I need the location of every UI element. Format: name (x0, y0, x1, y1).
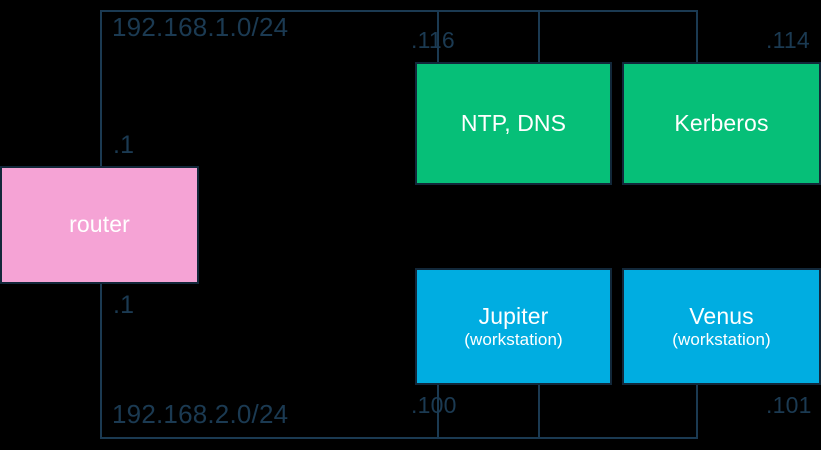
node-venus[interactable]: Venus (workstation) (622, 268, 821, 385)
address-label-jupiter: .100 (411, 392, 457, 418)
node-ntp-dns-title: NTP, DNS (460, 109, 567, 136)
subnet-label-upper: 192.168.1.0/24 (112, 12, 289, 42)
lower-network-bus (100, 437, 698, 439)
node-jupiter-title: Jupiter (478, 303, 549, 330)
jupiter-link (437, 385, 439, 439)
upper-network-bus (100, 10, 698, 12)
node-router[interactable]: router (0, 166, 199, 284)
node-router-title: router (69, 211, 130, 238)
node-kerberos-title: Kerberos (674, 109, 769, 136)
lower-mid-link (538, 385, 540, 439)
address-label-router-upper: .1 (113, 131, 135, 159)
node-jupiter-subtitle: (workstation) (464, 329, 563, 349)
node-venus-subtitle: (workstation) (672, 329, 771, 349)
venus-link (696, 385, 698, 439)
address-label-venus: .101 (766, 392, 812, 418)
node-kerberos[interactable]: Kerberos (622, 62, 821, 185)
address-label-router-lower: .1 (113, 291, 135, 319)
ntp-dns-link (437, 10, 439, 64)
node-jupiter[interactable]: Jupiter (workstation) (415, 268, 612, 385)
subnet-label-lower: 192.168.2.0/24 (112, 399, 289, 429)
node-venus-title: Venus (689, 303, 754, 330)
address-label-kerberos: .114 (766, 27, 810, 53)
node-ntp-dns[interactable]: NTP, DNS (415, 62, 612, 185)
upper-mid-link (538, 10, 540, 64)
router-lower-link (100, 282, 102, 439)
router-upper-link (100, 10, 102, 168)
address-label-ntp-dns: .116 (411, 27, 455, 53)
kerberos-link (696, 10, 698, 64)
